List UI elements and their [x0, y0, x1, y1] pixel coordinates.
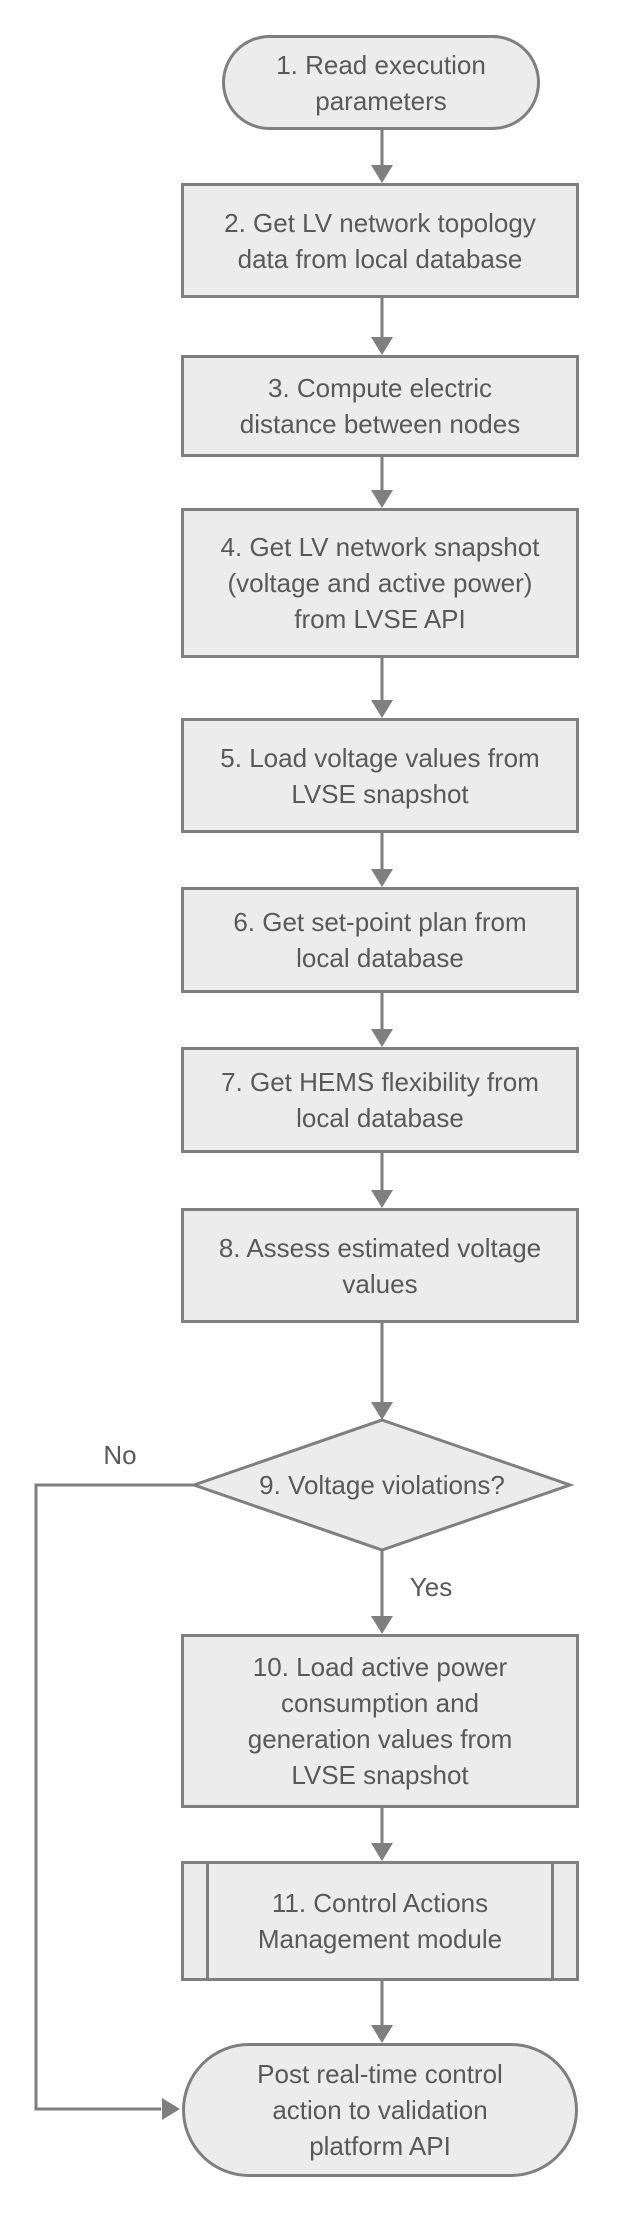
node-get-snapshot: 4. Get LV network snapshot (voltage and …	[181, 508, 579, 658]
node-label: 6. Get set-point plan from local databas…	[233, 907, 527, 973]
arrowhead-1-2	[371, 165, 393, 183]
node-decision-voltage-violations: 9. Voltage violations?	[232, 1467, 532, 1503]
arrowhead-5-6	[371, 869, 393, 887]
arrowhead-6-7	[371, 1029, 393, 1047]
node-compute-distance: 3. Compute electric distance between nod…	[181, 355, 579, 457]
node-start-read-parameters: 1. Read execution parameters	[222, 35, 540, 130]
predefined-process-left-bar	[206, 1864, 209, 1978]
node-label: Post real-time control action to validat…	[257, 2059, 503, 2161]
node-label: 7. Get HEMS flexibility from local datab…	[221, 1067, 539, 1133]
node-label: 11. Control Actions Management module	[257, 1888, 503, 1954]
arrowhead-2-3	[371, 337, 393, 355]
arrowhead-7-8	[371, 1190, 393, 1208]
node-end-post-control-action: Post real-time control action to validat…	[182, 2043, 578, 2177]
arrowhead-4-5	[371, 700, 393, 718]
predefined-process-right-bar	[551, 1864, 554, 1978]
arrowhead-10-11	[371, 1843, 393, 1861]
node-label: 3. Compute electric distance between nod…	[239, 373, 521, 439]
node-load-voltage-values: 5. Load voltage values from LVSE snapsho…	[181, 718, 579, 833]
arrowhead-8-9	[371, 1402, 393, 1420]
node-get-setpoint-plan: 6. Get set-point plan from local databas…	[181, 887, 579, 993]
arrowhead-9-10	[371, 1616, 393, 1634]
node-get-hems-flexibility: 7. Get HEMS flexibility from local datab…	[181, 1047, 579, 1153]
node-load-active-power: 10. Load active power consumption and ge…	[181, 1634, 579, 1808]
node-label: 4. Get LV network snapshot (voltage and …	[220, 532, 540, 634]
connector-9-12-no	[34, 1483, 194, 2111]
arrowhead-9-12	[162, 2098, 180, 2120]
node-assess-voltage: 8. Assess estimated voltage values	[181, 1208, 579, 1323]
node-label: 8. Assess estimated voltage values	[218, 1232, 542, 1299]
edge-label-no: No	[103, 1440, 137, 1470]
node-control-actions-module: 11. Control Actions Management module	[181, 1861, 579, 1981]
arrowhead-11-12	[371, 2025, 393, 2043]
node-label: 10. Load active power consumption and ge…	[247, 1652, 513, 1790]
node-label: 5. Load voltage values from LVSE snapsho…	[220, 742, 540, 809]
node-label: 2. Get LV network topology data from loc…	[224, 207, 536, 274]
node-label: 1. Read execution parameters	[276, 49, 486, 116]
arrowhead-3-4	[371, 490, 393, 508]
node-label: 9. Voltage violations?	[259, 1470, 505, 1500]
edge-label-yes: Yes	[409, 1572, 453, 1602]
decision-diamond-shape	[189, 1418, 575, 1552]
node-get-topology: 2. Get LV network topology data from loc…	[181, 183, 579, 298]
